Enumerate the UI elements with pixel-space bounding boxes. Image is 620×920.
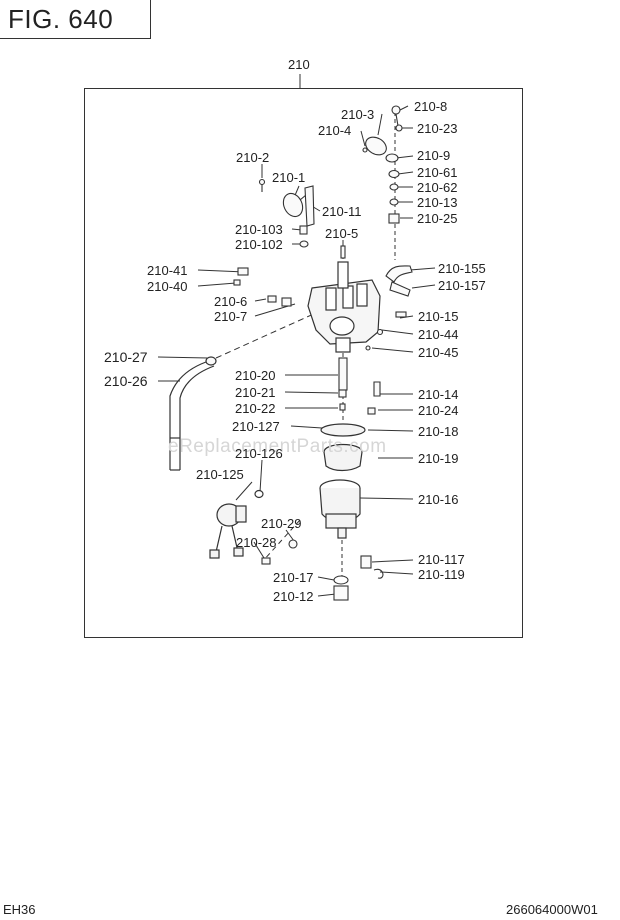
callout-210-13: 210-13: [417, 195, 458, 210]
callout-210-29: 210-29: [261, 516, 302, 531]
callout-210-17: 210-17: [273, 570, 314, 585]
callout-210-126: 210-126: [235, 446, 283, 461]
callout-210-21: 210-21: [235, 385, 276, 400]
callout-210-23: 210-23: [417, 121, 458, 136]
callout-210-62: 210-62: [417, 180, 458, 195]
callout-210-22: 210-22: [235, 401, 276, 416]
callout-210-28: 210-28: [236, 535, 277, 550]
callout-210-119: 210-119: [418, 567, 465, 582]
callout-210-3: 210-3: [341, 107, 375, 122]
callout-210-44: 210-44: [418, 327, 459, 342]
callout-210-4: 210-4: [318, 123, 352, 138]
callout-210-26: 210-26: [104, 373, 148, 389]
diagram-frame: [84, 88, 523, 638]
callout-210-19: 210-19: [418, 451, 459, 466]
callout-210-16: 210-16: [418, 492, 459, 507]
callout-210: 210: [288, 57, 310, 72]
callout-210-155: 210-155: [438, 261, 486, 276]
callout-210-6: 210-6: [214, 294, 248, 309]
callout-210-20: 210-20: [235, 368, 276, 383]
callout-210-8: 210-8: [414, 99, 448, 114]
callout-210-157: 210-157: [438, 278, 486, 293]
callout-210-9: 210-9: [417, 148, 451, 163]
callout-210-127: 210-127: [232, 419, 280, 434]
callout-210-117: 210-117: [418, 552, 465, 567]
footer-doc-number: 266064000W01: [506, 902, 598, 917]
callout-210-11: 210-11: [322, 204, 362, 219]
figure-title-box: FIG. 640: [0, 0, 151, 39]
footer-model: EH36: [3, 902, 36, 917]
callout-210-25: 210-25: [417, 211, 458, 226]
callout-210-15: 210-15: [418, 309, 459, 324]
callout-210-1: 210-1: [272, 170, 306, 185]
callout-210-12: 210-12: [273, 589, 314, 604]
callout-210-5: 210-5: [325, 226, 359, 241]
callout-210-41: 210-41: [147, 263, 188, 278]
callout-210-102: 210-102: [235, 237, 283, 252]
callout-210-125: 210-125: [196, 467, 244, 482]
callout-210-61: 210-61: [417, 165, 458, 180]
callout-210-14: 210-14: [418, 387, 459, 402]
callout-210-45: 210-45: [418, 345, 459, 360]
figure-title: FIG. 640: [8, 4, 114, 34]
callout-210-18: 210-18: [418, 424, 459, 439]
callout-210-103: 210-103: [235, 222, 283, 237]
callout-210-2: 210-2: [236, 150, 270, 165]
callout-210-24: 210-24: [418, 403, 459, 418]
callout-210-7: 210-7: [214, 309, 248, 324]
watermark-text: eReplacementParts.com: [168, 436, 387, 457]
callout-210-40: 210-40: [147, 279, 188, 294]
callout-210-27: 210-27: [104, 349, 148, 365]
